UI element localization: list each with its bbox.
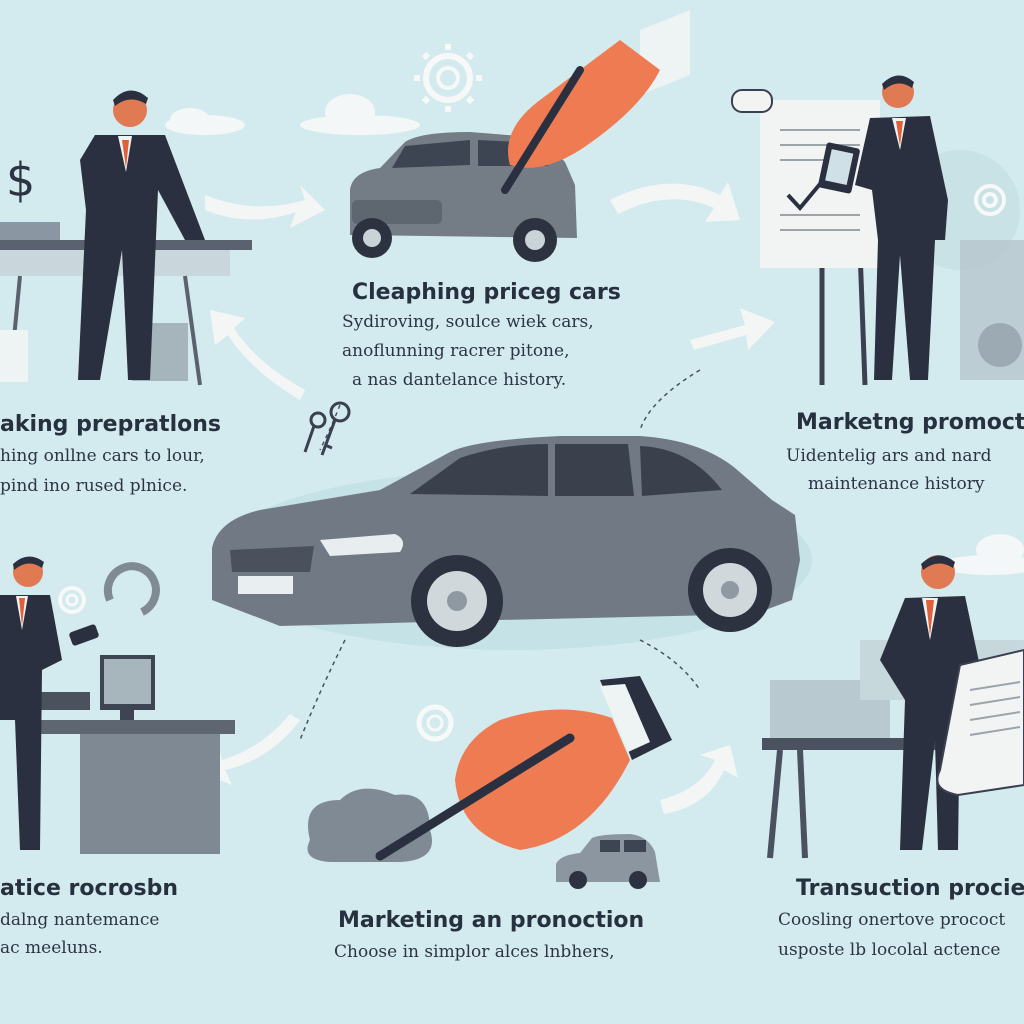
- desk-bottom-left: [40, 655, 235, 854]
- section-title-bottom-left: atice rocrosbn: [0, 876, 178, 901]
- arrow-icon: [610, 182, 740, 222]
- section-title-right-middle: Marketng promocti: [796, 410, 1024, 435]
- keys-icon: [303, 401, 351, 456]
- stand-bottom-right: [762, 738, 942, 859]
- car-main: [212, 436, 800, 647]
- section-line-top-center-3: a nas dantelance history.: [352, 370, 567, 390]
- section-line-bottom-left-2: ac meeluns.: [0, 938, 103, 958]
- section-line-right-middle-1: Uidentelig ars and nard: [786, 446, 992, 466]
- car-small-bottom: [556, 834, 660, 889]
- arrow-icon: [660, 745, 738, 814]
- document-bottom-right: [936, 648, 1024, 797]
- gear-icon: [416, 704, 454, 742]
- gear-icon: [974, 184, 1006, 216]
- cloud-icon: [300, 94, 420, 135]
- section-line-bottom-right-2: usposte lb locolal actence: [778, 940, 1001, 960]
- arrow-icon: [210, 310, 305, 400]
- section-line-left-middle-2: pind ino rused plnice.: [0, 476, 188, 496]
- hand-bottom: [455, 676, 672, 850]
- cloud-icon: [940, 534, 1024, 575]
- section-title-left-middle: aking prepratlons: [0, 412, 221, 437]
- section-line-top-center-2: anoflunning racrer pitone,: [342, 341, 570, 361]
- businessman-bottom-left: [0, 556, 99, 850]
- section-line-bottom-right-1: Coosling onertove prococt: [778, 910, 1006, 930]
- gear-icon: [104, 562, 160, 616]
- pen-icon: [501, 66, 584, 194]
- pen-icon: [375, 733, 575, 861]
- arrow-icon: [690, 308, 775, 350]
- section-title-top-center: Cleaphing priceg cars: [352, 280, 621, 305]
- checkmark-icon: [786, 176, 827, 212]
- section-line-top-center-1: Sydiroving, soulce wiek cars,: [342, 312, 594, 332]
- gear-icon: [414, 44, 482, 112]
- background-machine-right: [960, 240, 1024, 380]
- dollar-icon: $: [6, 153, 35, 207]
- doodle-cloud: [307, 788, 432, 862]
- section-line-bottom-left-1: dalng nantemance: [0, 910, 160, 930]
- businessman-top-left: [78, 90, 205, 380]
- connector-lines: [299, 369, 701, 741]
- section-title-bottom-center: Marketing an pronoction: [338, 908, 645, 933]
- section-title-bottom-right: Transuction procied: [796, 876, 1024, 901]
- section-line-right-middle-2: maintenance history: [808, 474, 985, 494]
- arrow-icon: [200, 714, 300, 785]
- arrow-icon: [205, 185, 325, 228]
- section-line-bottom-center-1: Choose in simplor alces lnbhers,: [334, 942, 615, 962]
- cloud-icon: [165, 108, 245, 135]
- gear-icon: [58, 586, 86, 614]
- section-line-left-middle-1: hing onllne cars to lour,: [0, 446, 205, 466]
- businessman-top-right: [818, 75, 948, 380]
- hand-top: [508, 10, 690, 168]
